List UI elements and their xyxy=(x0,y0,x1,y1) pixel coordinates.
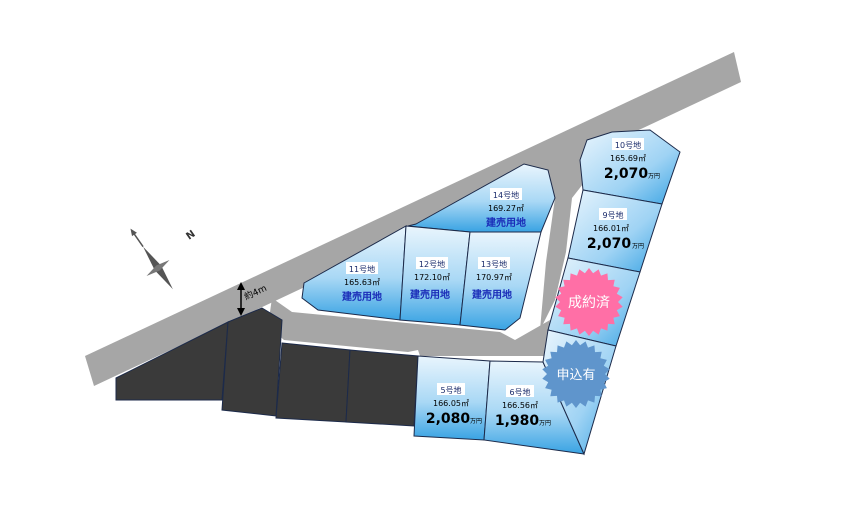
lot-13-shape[interactable] xyxy=(459,231,542,331)
lot-area: 166.05㎡ xyxy=(433,399,469,408)
lot-price: 2,070 xyxy=(604,166,649,182)
lot-name: 12号地 xyxy=(419,259,445,269)
lot-price: 2,080 xyxy=(426,411,471,427)
lot-10-label: 10号地 165.69㎡ 2,070 万円 xyxy=(604,138,660,182)
lot-name: 10号地 xyxy=(615,140,641,150)
road-width-arrow-icon xyxy=(237,282,245,316)
sold-badge-text: 成約済 xyxy=(568,295,610,311)
lot-14-label: 14号地 169.27㎡ 建売用地 xyxy=(485,188,526,229)
lot-name: 13号地 xyxy=(481,259,507,269)
price-unit: 万円 xyxy=(539,420,551,427)
lot-area: 165.63㎡ xyxy=(344,278,380,287)
lot-area: 166.56㎡ xyxy=(502,401,538,410)
price-unit: 万円 xyxy=(470,418,482,425)
lot-12-label: 12号地 172.10㎡ 建売用地 xyxy=(409,257,450,301)
inner-road xyxy=(268,298,550,356)
lot-name: 9号地 xyxy=(602,210,623,220)
lot-6-label: 6号地 166.56㎡ 1,980 万円 xyxy=(495,385,551,429)
lot-10-shape[interactable] xyxy=(579,129,681,205)
sold-lot-d xyxy=(345,349,419,427)
lot-area: 166.01㎡ xyxy=(593,224,629,233)
lot-note: 建売用地 xyxy=(409,288,450,301)
sold-lot-c xyxy=(275,342,351,423)
lot-note: 建売用地 xyxy=(485,216,526,229)
compass-label: N xyxy=(184,229,197,243)
lot-price: 1,980 xyxy=(495,413,540,429)
lot-9-label: 9号地 166.01㎡ 2,070 万円 xyxy=(587,208,644,252)
applied-badge-text: 申込有 xyxy=(556,368,595,383)
lot-name: 5号地 xyxy=(440,385,461,395)
lot-area: 172.10㎡ xyxy=(414,273,450,282)
lot-5-label: 5号地 166.05㎡ 2,080 万円 xyxy=(426,383,482,427)
compass-icon xyxy=(130,228,173,290)
lot-note: 建売用地 xyxy=(341,290,382,303)
lot-price: 2,070 xyxy=(587,236,632,252)
sold-badge: 成約済 xyxy=(555,268,623,336)
lot-name: 14号地 xyxy=(493,190,519,200)
lot-note: 建売用地 xyxy=(471,288,512,301)
sold-lot-b xyxy=(221,307,283,417)
lot-13-label: 13号地 170.97㎡ 建売用地 xyxy=(471,257,512,301)
lot-area: 170.97㎡ xyxy=(476,273,512,282)
lot-name: 11号地 xyxy=(349,264,375,274)
lot-name: 6号地 xyxy=(509,387,530,397)
sold-lot-a xyxy=(115,321,229,401)
lot-11-label: 11号地 165.63㎡ 建売用地 xyxy=(341,262,382,303)
price-unit: 万円 xyxy=(632,243,644,250)
applied-badge: 申込有 xyxy=(542,340,610,408)
lot-area: 169.27㎡ xyxy=(488,204,524,213)
lot-5-shape[interactable] xyxy=(413,355,491,441)
lot-area: 165.69㎡ xyxy=(610,154,646,163)
main-road xyxy=(85,52,741,386)
price-unit: 万円 xyxy=(648,173,660,180)
